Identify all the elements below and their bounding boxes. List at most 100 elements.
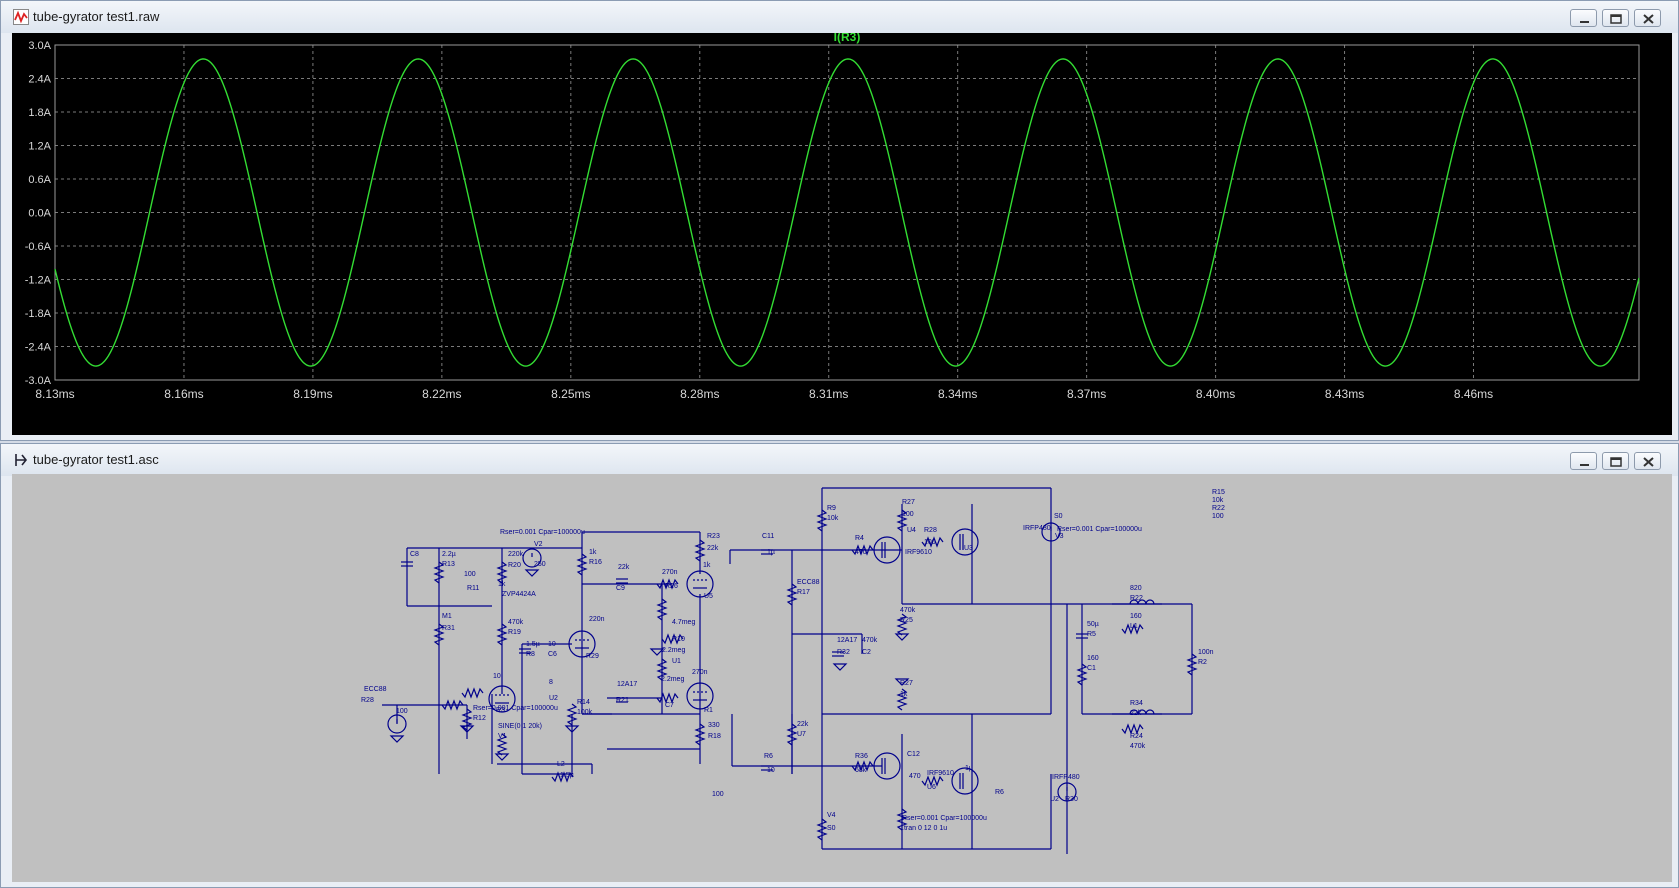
source-V3 — [1041, 522, 1061, 542]
component-label: 22k — [1130, 710, 1142, 717]
component-label: 1k — [498, 581, 506, 588]
y-tick-label: 2.4A — [28, 74, 51, 86]
waveform-titlebar[interactable]: tube-gyrator test1.raw — [1, 1, 1678, 33]
resistor-symbol — [496, 733, 508, 756]
x-tick-label: 8.25ms — [551, 387, 590, 401]
component-label: R1 — [704, 707, 713, 714]
component-label: R9 — [827, 505, 836, 512]
component-label: 12A17 — [837, 637, 857, 644]
component-label: 68k — [855, 767, 867, 774]
resistor-symbol — [1121, 623, 1144, 635]
component-label: U6 — [927, 784, 936, 791]
component-label: C12 — [907, 751, 920, 758]
schematic-window-title: tube-gyrator test1.asc — [33, 452, 159, 467]
schematic-close-button[interactable] — [1634, 452, 1661, 470]
component-label: R14 — [577, 699, 590, 706]
component-label: Rser=0.001 Cpar=100000u — [1057, 526, 1142, 533]
component-label: R34 — [1130, 700, 1143, 707]
ground-symbol — [894, 633, 910, 641]
component-label: R22 — [1212, 505, 1225, 512]
y-tick-label: -2.4A — [25, 342, 52, 354]
component-label: 470k — [862, 637, 878, 644]
resistor-symbol — [576, 553, 588, 576]
component-label: R30 — [1065, 796, 1078, 803]
x-tick-label: 8.22ms — [422, 387, 461, 401]
ground-symbol — [894, 678, 910, 686]
source-V4 — [1057, 782, 1077, 802]
component-label: R23 — [707, 533, 720, 540]
component-label: R17 — [797, 589, 810, 596]
component-label: R27 — [902, 499, 915, 506]
x-tick-label: 8.16ms — [164, 387, 203, 401]
waveform-chart[interactable]: 3.0A2.4A1.8A1.2A0.6A0.0A-0.6A-1.2A-1.8A-… — [12, 30, 1672, 435]
ground-symbol — [494, 753, 510, 761]
component-label: 100 — [712, 791, 724, 798]
resistor-symbol — [496, 561, 508, 584]
schematic-minimize-button[interactable] — [1570, 452, 1597, 470]
component-label: 220k — [508, 551, 524, 558]
component-label: 160 — [1130, 613, 1142, 620]
component-label: 2.2meg — [661, 676, 684, 683]
component-label: 22k — [797, 721, 809, 728]
mosfet-IRF9610-2 — [873, 752, 901, 780]
component-label: R15 — [1212, 489, 1225, 496]
resistor-symbol — [896, 613, 908, 636]
y-tick-label: -0.6A — [25, 241, 52, 253]
component-label: IRFP480 — [1052, 774, 1080, 781]
component-label: R18 — [708, 733, 721, 740]
schematic-restore-button[interactable] — [1602, 452, 1629, 470]
component-label: R5 — [1087, 631, 1096, 638]
resistor-symbol — [656, 658, 668, 681]
component-label: 1.5µ — [526, 641, 540, 648]
component-label: R12 — [473, 715, 486, 722]
waveform-icon — [13, 9, 29, 25]
ground-symbol — [524, 569, 540, 577]
component-label: 22k — [707, 545, 719, 552]
component-label: 10 — [493, 673, 501, 680]
component-label: S0 — [827, 825, 836, 832]
resistor-symbol — [786, 583, 798, 606]
component-label: 100 — [464, 571, 476, 578]
x-tick-label: 8.31ms — [809, 387, 848, 401]
component-label: C6 — [548, 651, 557, 658]
component-label: 10 — [548, 641, 556, 648]
component-label: L1 — [1130, 623, 1138, 630]
ground-symbol — [649, 648, 665, 656]
component-label: 1k — [703, 562, 711, 569]
component-label: 2.2µ — [442, 551, 456, 558]
component-label: 270n — [662, 569, 678, 576]
component-label: S0 — [1054, 513, 1063, 520]
mosfet-IRFP480-2 — [951, 767, 979, 795]
close-button[interactable] — [1634, 9, 1661, 27]
tube-U1-12AT7 — [568, 630, 596, 658]
component-label: U4 — [907, 527, 916, 534]
component-label: V4 — [827, 812, 836, 819]
component-label: R22 — [1130, 595, 1143, 602]
component-label: U2 — [549, 695, 558, 702]
component-label: 100k — [577, 709, 593, 716]
component-label: 4.7meg — [672, 619, 695, 626]
minimize-button[interactable] — [1570, 9, 1597, 27]
component-label: R13 — [442, 561, 455, 568]
component-label: V2 — [534, 541, 543, 548]
trace-line — [54, 58, 1640, 367]
resistor-symbol — [566, 703, 578, 726]
restore-button[interactable] — [1602, 9, 1629, 27]
component-label: R27 — [900, 680, 913, 687]
schematic-titlebar[interactable]: tube-gyrator test1.asc — [1, 444, 1678, 476]
schematic-window[interactable]: tube-gyrator test1.asc Rser=0.001 Cpar=1… — [0, 443, 1679, 888]
component-label: ZVP4424A — [502, 591, 536, 598]
resistor-symbol — [656, 578, 679, 590]
x-tick-label: 8.37ms — [1067, 387, 1106, 401]
trace-title: I(R3) — [834, 33, 861, 44]
component-label: Rser=0.001 Cpar=100000u — [473, 705, 558, 712]
schematic-drawing[interactable]: Rser=0.001 Cpar=100000uV2250R2322kC111µR… — [12, 474, 1672, 882]
component-label: R21 — [616, 697, 629, 704]
y-tick-label: 0.6A — [28, 174, 51, 186]
component-label: 220n — [589, 616, 605, 623]
component-label: IRF9610 — [905, 549, 932, 556]
component-label: R31 — [442, 625, 455, 632]
